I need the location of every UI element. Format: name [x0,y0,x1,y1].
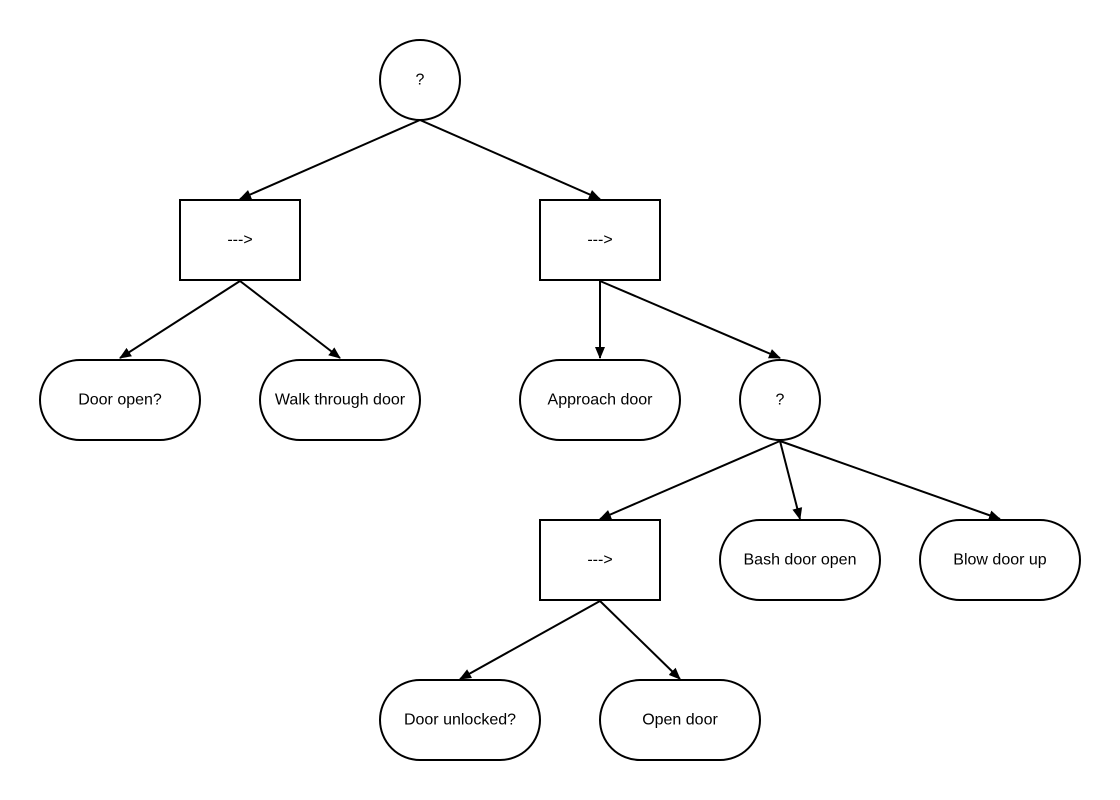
action-pill [259,359,421,441]
root-selector-node: ? [379,39,461,121]
blow-door-up-label: Blow door up [953,552,1046,569]
open-door-node: Open door [599,679,761,761]
door-open-condition-node: Door open? [39,359,201,441]
left-sequence-node: ---> [179,199,301,281]
edge-seq-left-to-door-open [119,280,241,359]
edges [119,119,1001,680]
unlock-sequence-label: ---> [587,552,612,569]
blow-door-up-node: Blow door up [919,519,1081,601]
action-pill [519,359,681,441]
selector-circle [739,359,821,441]
edge-seq-unlock-to-door-unlocked [459,600,601,680]
approach-door-node: Approach door [519,359,681,441]
inner-selector-label: ? [776,392,785,409]
bash-door-open-node: Bash door open [719,519,881,601]
edge-inner-selector-to-blow [779,440,1001,521]
unlock-sequence-node: ---> [539,519,661,601]
approach-door-label: Approach door [548,392,654,409]
edge-seq-left-to-walk-through [239,280,341,359]
door-unlocked-label: Door unlocked? [404,712,516,729]
sequence-box [539,519,661,601]
open-door-label: Open door [642,712,718,729]
right-sequence-label: ---> [587,232,612,249]
action-pill [39,359,201,441]
left-sequence-label: ---> [227,232,252,249]
door-open-label: Door open? [78,392,162,409]
inner-selector-node: ? [739,359,821,441]
bash-door-open-label: Bash door open [744,552,857,569]
root-selector-label: ? [416,72,425,89]
walk-through-door-node: Walk through door [259,359,421,441]
sequence-box [539,199,661,281]
nodes: ? ---> ---> Door open? Walk through door… [39,39,1081,761]
door-unlocked-condition-node: Door unlocked? [379,679,541,761]
walk-through-door-label: Walk through door [275,392,406,409]
edge-seq-unlock-to-open-door [599,600,681,680]
right-sequence-node: ---> [539,199,661,281]
sequence-box [179,199,301,281]
edge-root-to-seq-right [419,119,601,200]
edge-seq-right-to-inner-selector [599,280,781,359]
edge-root-to-seq-left [239,119,421,200]
action-pill [919,519,1081,601]
edge-inner-selector-to-seq-unlock [599,440,781,520]
edge-inner-selector-to-bash [779,440,803,520]
action-pill [719,519,881,601]
action-pill [599,679,761,761]
selector-circle [379,39,461,121]
action-pill [379,679,541,761]
